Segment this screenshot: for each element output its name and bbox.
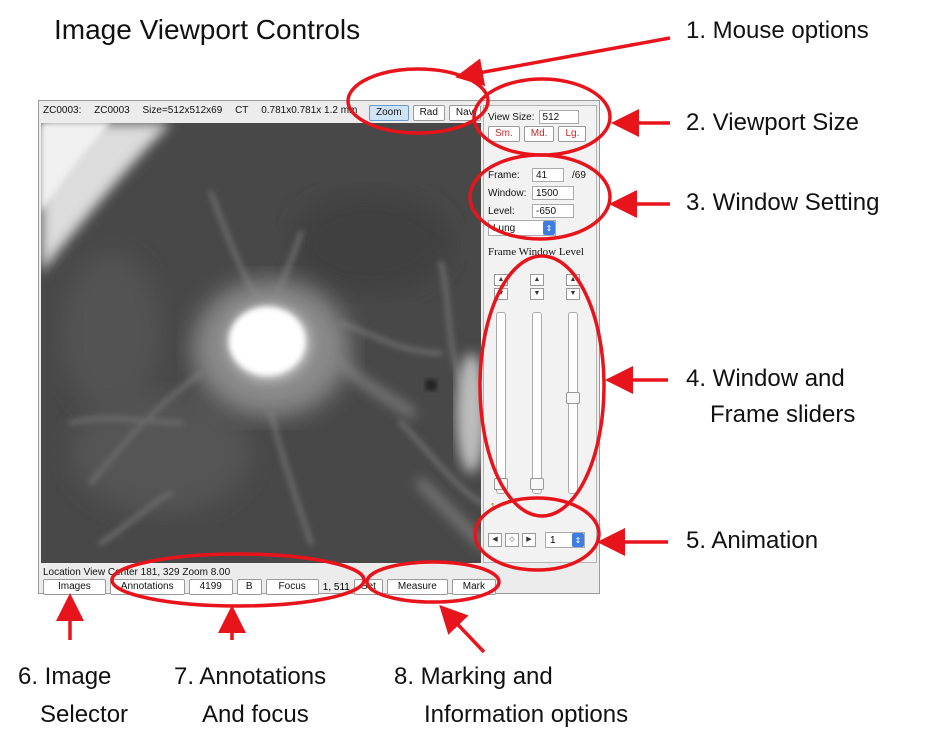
ct-slice-image [41,123,481,563]
window-slider-thumb[interactable] [530,478,544,490]
level-row: Level: [488,204,574,218]
callout-viewport-size: 2. Viewport Size [686,109,859,136]
frame-row: Frame: /69 [488,168,586,182]
level-slider-thumb[interactable] [566,392,580,404]
zoom-mode-button[interactable]: Zoom [369,105,409,121]
frame-down-icon[interactable]: ▼ [494,288,508,300]
level-up-icon[interactable]: ▲ [566,274,580,286]
b-button[interactable]: B [236,579,262,595]
level-input[interactable] [532,204,574,218]
view-size-buttons: Sm. Md. Lg. [488,126,587,142]
slider-header: Frame Window Level [488,246,584,258]
callout-mouse-options: 1. Mouse options [686,17,869,44]
series-info-bar: ZC0003: ZC0003 Size=512x512x69 CT 0.781x… [43,105,367,116]
voxel-spacing: 0.781x0.781x 1.2 mm [261,105,358,116]
window-down-icon[interactable]: ▼ [530,288,544,300]
marking-arrow [439,604,486,654]
page-title: Image Viewport Controls [54,14,361,45]
level-down-icon[interactable]: ▼ [566,288,580,300]
small-size-button[interactable]: Sm. [488,126,520,142]
frame-input[interactable] [532,168,564,182]
animation-step-value: 1 [550,534,556,546]
focus-button[interactable]: Focus [265,579,319,595]
annotation-id-button[interactable]: 4199 [188,579,233,595]
callout-marking-line2: Information options [424,701,629,728]
set-button[interactable]: Set [353,579,383,595]
frame-up-icon[interactable]: ▲ [494,274,508,286]
medium-size-button[interactable]: Md. [523,126,555,142]
frame-slider-thumb[interactable] [494,478,508,490]
focus-coords: 1, 511 [322,581,350,593]
view-size-input[interactable] [538,110,579,124]
frame-label: Frame: [488,169,520,181]
window-input[interactable] [532,186,574,200]
view-size-label: View Size: [488,111,535,123]
animation-step-select[interactable]: 1 ⇕ [545,532,585,548]
window-preset-select[interactable]: Lung ⇕ [488,220,556,236]
stepper-icon: ⇕ [572,533,584,547]
slider-min-label: 1 [490,502,496,513]
viewer-app: ZC0003: ZC0003 Size=512x512x69 CT 0.781x… [38,100,600,595]
callout-image-selector-line1: 6. Image [18,663,112,690]
rad-mode-button[interactable]: Rad [412,105,445,121]
series-name: ZC0003 [94,105,130,116]
preset-row: Lung ⇕ [488,220,556,236]
mark-button[interactable]: Mark [451,579,496,595]
location-status: Location View Center 181, 329 Zoom 8.00 [43,567,231,578]
play-toggle-icon[interactable]: ◇ [505,533,519,547]
control-panel: View Size: Sm. Md. Lg. Frame: /69 Window… [483,105,597,563]
dropdown-icon: ⇕ [543,221,555,235]
callout-marking-line1: 8. Marking and [394,663,553,690]
callout-sliders-line1: 4. Window and [686,365,845,392]
bottom-toolbar: Images Annotations 4199 B Focus 1, 511 S… [43,579,496,595]
callout-annotations-line1: 7. Annotations [174,663,327,690]
callout-sliders-line2: Frame sliders [710,401,856,428]
view-size-row: View Size: [488,110,579,124]
frame-slider-track[interactable] [496,312,506,494]
level-label: Level: [488,205,515,217]
annotations-button[interactable]: Annotations [109,579,185,595]
volume-size: Size=512x512x69 [142,105,223,116]
callout-annotations-line2: And focus [202,701,309,728]
images-button[interactable]: Images [43,579,106,595]
step-back-icon[interactable]: ◀ [488,533,502,547]
callout-image-selector-line2: Selector [40,701,129,728]
mouse-options-arrow [455,36,671,86]
large-size-button[interactable]: Lg. [558,126,587,142]
step-forward-icon[interactable]: ▶ [522,533,536,547]
callout-window-setting: 3. Window Setting [686,189,880,216]
image-viewport[interactable] [41,123,481,563]
series-id: ZC0003: [43,105,82,116]
nav-mode-button[interactable]: Nav [448,105,481,121]
callout-animation: 5. Animation [686,527,819,554]
window-preset-value: Lung [493,222,516,234]
window-up-icon[interactable]: ▲ [530,274,544,286]
window-slider-track[interactable] [532,312,542,494]
window-row: Window: [488,186,574,200]
modality: CT [235,105,249,116]
frame-total: /69 [572,169,586,181]
window-label: Window: [488,187,527,199]
measure-button[interactable]: Measure [386,579,448,595]
animation-controls: ◀ ◇ ▶ 1 ⇕ [488,532,585,548]
mouse-options: Zoom Rad Nav [369,105,481,121]
